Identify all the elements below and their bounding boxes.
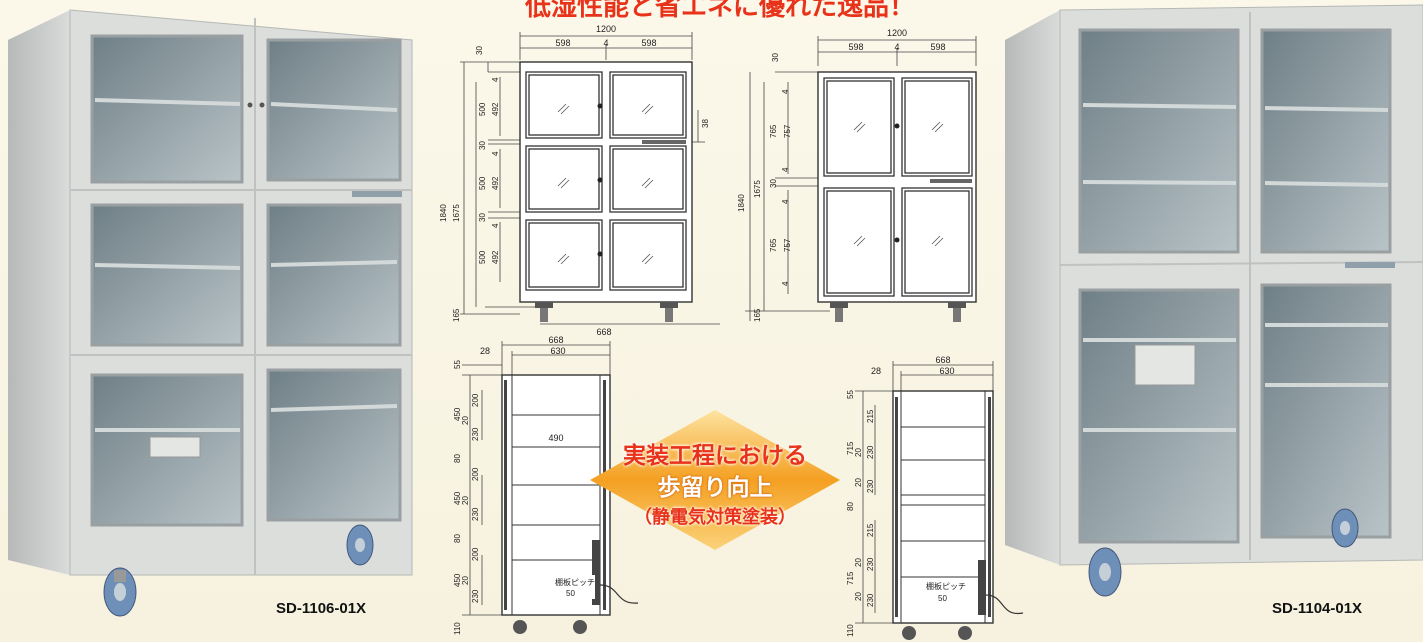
badge-line-1: 実装工程における — [623, 443, 807, 469]
side6-shelf-a-3: 200 — [471, 547, 480, 561]
side4-top: 55 — [846, 390, 855, 399]
dim-gap-4: 4 — [894, 42, 899, 52]
side4-shelf-b-2b: 230 — [866, 593, 875, 607]
dim-leg-4: 165 — [753, 308, 762, 322]
side6-section-1: 450 — [453, 407, 462, 421]
side-drawing-6door: 668 630 28 55 450 200 20 230 490 80 450 … — [453, 335, 639, 635]
side4-section-1: 715 — [846, 441, 855, 455]
dim-door-h-3: 500 — [478, 250, 487, 264]
dim-door-gap-3: 4 — [491, 223, 500, 228]
side6-shelf-b-1: 230 — [471, 427, 480, 441]
side4-shelf-b-2: 230 — [866, 557, 875, 571]
side6-shelf-a-2: 200 — [471, 467, 480, 481]
side4-shelf-gap-2b: 20 — [854, 592, 863, 601]
badge-line-3: （静電気対策塗装） — [634, 507, 796, 528]
dim-depth: 668 — [596, 327, 611, 337]
side6-section-2: 450 — [453, 491, 462, 505]
badge-diamond-shape — [590, 410, 840, 550]
dim-door-gap-1: 4 — [491, 77, 500, 82]
dim-half-left: 598 — [555, 38, 570, 48]
dim-door-gap-4b: 4 — [781, 167, 790, 172]
dim-top: 30 — [475, 46, 484, 55]
dim-mid-gap-4: 30 — [769, 179, 778, 188]
dim-glass-h-4b: 757 — [783, 238, 792, 252]
dim-shelf-gap-2: 30 — [478, 213, 487, 222]
dim-half-right-4: 598 — [930, 42, 945, 52]
dim-total-height: 1840 — [439, 204, 448, 222]
dim-leg: 165 — [452, 308, 461, 322]
side6-pitch-value: 50 — [566, 589, 575, 598]
feature-badge: 実装工程における 歩留り向上 （静電気対策塗装） — [590, 410, 840, 550]
dim-half-right: 598 — [641, 38, 656, 48]
side4-divider: 80 — [846, 502, 855, 511]
dim-gap: 4 — [603, 38, 608, 48]
model-name-right: SD-1104-01X — [1272, 600, 1363, 617]
side4-shelf-gap-2: 20 — [854, 558, 863, 567]
side6-shelf-gap-3: 20 — [461, 576, 470, 585]
side6-divider-2: 80 — [453, 534, 462, 543]
dim-door-gap-4c: 4 — [781, 199, 790, 204]
side6-bottom: 110 — [453, 622, 462, 635]
side4-offset: 28 — [871, 366, 881, 376]
badge-line-2: 歩留り向上 — [657, 475, 773, 501]
dim-controller: 38 — [701, 119, 710, 128]
dim-door-gap-4d: 4 — [781, 281, 790, 286]
cabinet-photo-6door — [8, 9, 413, 617]
side6-shelf-gap-2: 20 — [461, 496, 470, 505]
side6-depth-outer: 668 — [548, 335, 563, 345]
dim-half-left-4: 598 — [848, 42, 863, 52]
side6-divider-1: 80 — [453, 454, 462, 463]
dim-glass-h-1: 492 — [491, 102, 500, 116]
side6-offset: 28 — [480, 346, 490, 356]
dim-top-4: 30 — [771, 53, 780, 62]
dim-door-gap-2: 4 — [491, 151, 500, 156]
side4-shelf-b-1b: 230 — [866, 479, 875, 493]
dim-door-gap-4a: 4 — [781, 89, 790, 94]
side4-shelf-a-2: 215 — [866, 523, 875, 537]
side6-shelf-a-1: 200 — [471, 393, 480, 407]
side4-depth-inner: 630 — [939, 366, 954, 376]
dim-width: 1200 — [596, 24, 616, 34]
dim-body-height: 1675 — [452, 204, 461, 222]
side4-shelf-gap-1b: 20 — [854, 478, 863, 487]
dim-door-h-4b: 765 — [769, 238, 778, 252]
side6-top: 55 — [453, 360, 462, 369]
front-drawing-4door: 1200 598 4 598 30 1840 1675 4 765 757 4 … — [737, 28, 977, 322]
dim-glass-h-2: 492 — [491, 176, 500, 190]
side4-shelf-gap-1: 20 — [854, 448, 863, 457]
side4-pitch-value: 50 — [938, 594, 947, 603]
side4-bottom: 110 — [846, 624, 855, 637]
dim-door-h-4a: 765 — [769, 124, 778, 138]
side6-shelf-b-3: 230 — [471, 589, 480, 603]
dim-door-h-1: 500 — [478, 102, 487, 116]
side6-shelf-b-2: 230 — [471, 507, 480, 521]
front-drawing-6door: 1200 598 4 598 30 1840 1675 500 492 4 30… — [439, 24, 720, 337]
dim-total-height-4: 1840 — [737, 194, 746, 212]
dim-shelf-gap-1: 30 — [478, 141, 487, 150]
side6-section-3: 450 — [453, 573, 462, 587]
side6-shelf-gap-1: 20 — [461, 416, 470, 425]
dim-door-h-2: 500 — [478, 176, 487, 190]
dim-width-4: 1200 — [887, 28, 907, 38]
page-headline: 低湿性能と省エネに優れた逸品！ — [524, 0, 915, 22]
model-name-left: SD-1106-01X — [276, 600, 367, 617]
side-drawing-4door: 668 630 28 55 715 215 20 230 20 230 80 7… — [846, 355, 1024, 640]
dim-glass-h-3: 492 — [491, 250, 500, 264]
side4-shelf-b-1: 230 — [866, 445, 875, 459]
side4-section-2: 715 — [846, 571, 855, 585]
side4-depth-outer: 668 — [935, 355, 950, 365]
dim-body-height-4: 1675 — [753, 180, 762, 198]
dim-glass-h-4a: 757 — [783, 124, 792, 138]
side4-pitch-label: 棚板ピッチ — [926, 581, 966, 591]
cabinet-photo-4door — [1005, 4, 1423, 597]
side4-shelf-a-1: 215 — [866, 409, 875, 423]
side6-depth-inner: 630 — [550, 346, 565, 356]
side6-inner-width: 490 — [548, 433, 563, 443]
side6-pitch-label: 棚板ピッチ — [555, 577, 595, 587]
